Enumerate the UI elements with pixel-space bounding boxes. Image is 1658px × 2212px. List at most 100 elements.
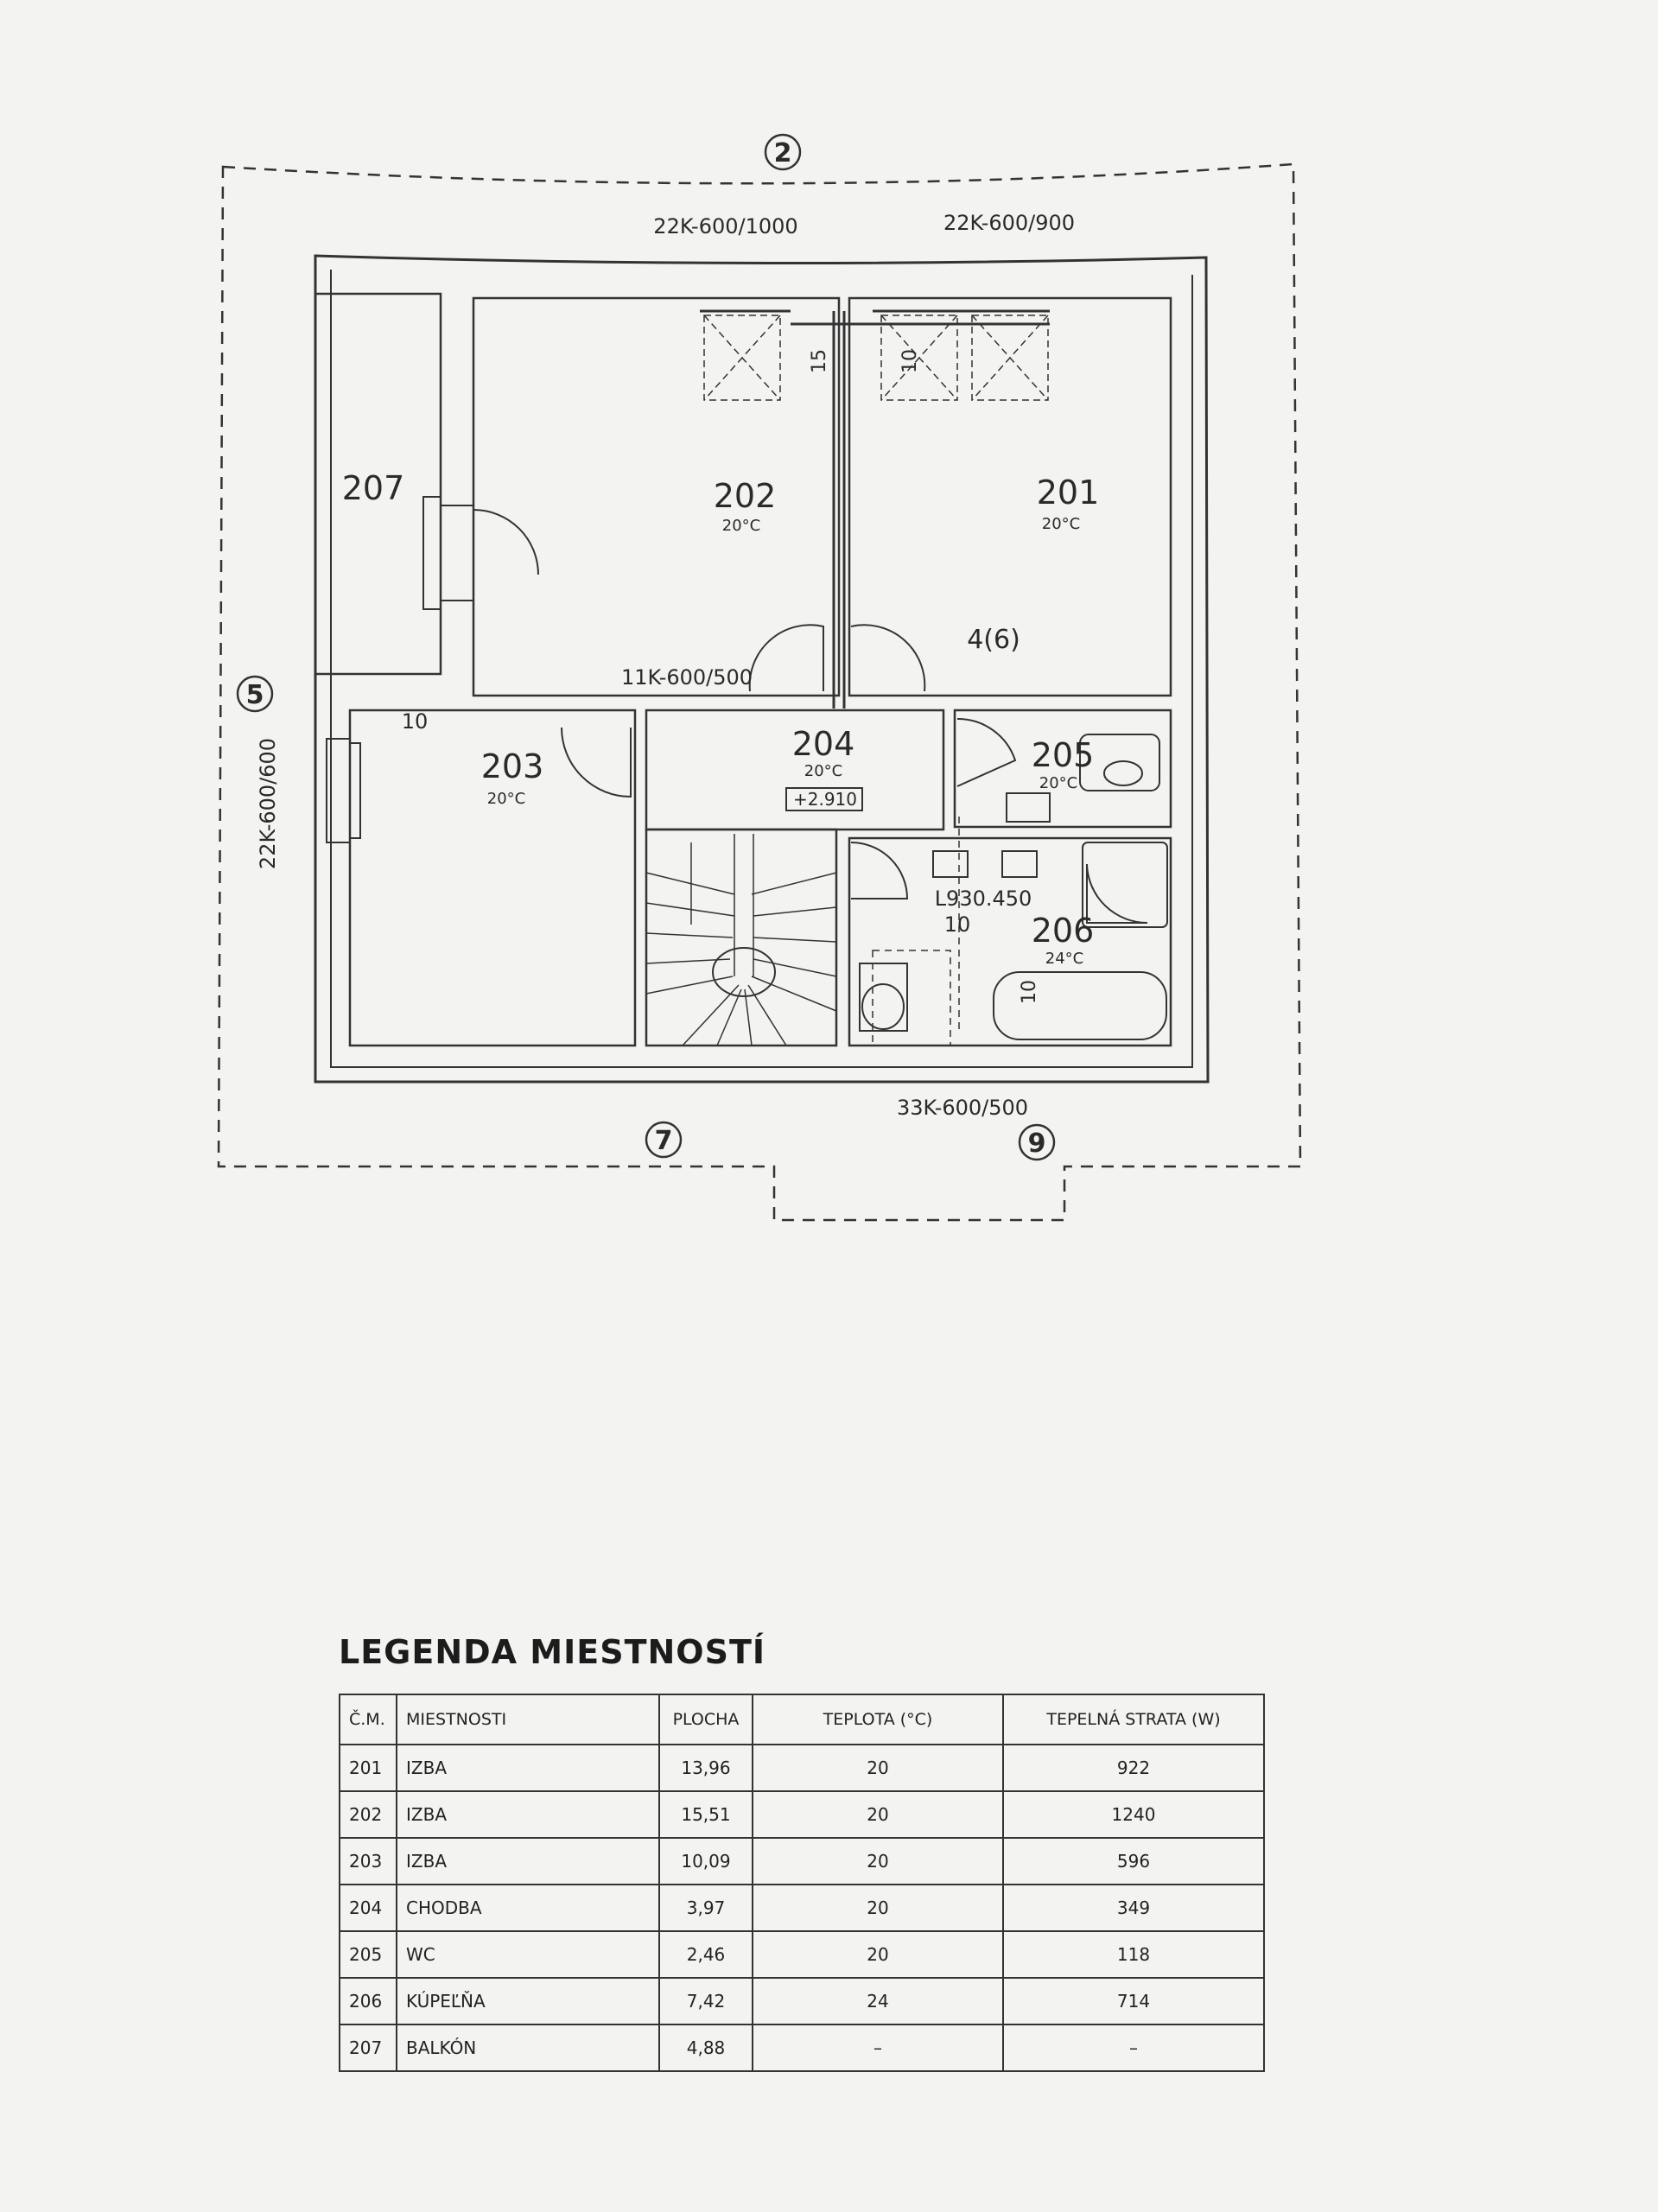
cell-heat-loss: 349 (1002, 1884, 1265, 1932)
table-row: 207 BALKÓN 4,88 – – (339, 2024, 1265, 2072)
inner-wall-line (330, 270, 1193, 1068)
col-header-cm: Č.M. (339, 1694, 397, 1745)
cell-heat-loss: 714 (1002, 1977, 1265, 2025)
cell-temp: 24 (752, 1977, 1004, 2025)
dim-top-b: 22K-600/900 (943, 211, 1075, 235)
col-header-heat-loss: TEPELNÁ STRATA (W) (1002, 1694, 1265, 1745)
sanitary-fixtures (859, 734, 1168, 1040)
room-206-temp: 24°C (1045, 950, 1083, 968)
room-201-outline (848, 296, 1172, 697)
room-203-outline (348, 709, 637, 1047)
cell-heat-loss: – (1002, 2024, 1265, 2072)
cell-area: 7,42 (658, 1977, 753, 2025)
table-row: 206 KÚPEĽŇA 7,42 24 714 (339, 1977, 1265, 2025)
cell-room: KÚPEĽŇA (396, 1977, 660, 2025)
windows (326, 496, 474, 843)
table-row: 201 IZBA 13,96 20 922 (339, 1744, 1265, 1792)
axis-label-2: 2 (774, 138, 792, 168)
table-row: 204 CHODBA 3,97 20 349 (339, 1884, 1265, 1932)
room-204-number: 204 (792, 725, 855, 763)
axis-label-9: 9 (1028, 1128, 1046, 1159)
staircase (645, 828, 838, 1047)
cell-room: IZBA (396, 1744, 660, 1792)
cell-cm: 206 (339, 1977, 397, 2025)
balcony-207-outline (314, 292, 442, 676)
col-header-temp: TEPLOTA (°C) (752, 1694, 1004, 1745)
outer-wall (314, 254, 1210, 1084)
level-mark-box (785, 787, 863, 811)
cell-room: WC (396, 1930, 660, 1979)
dim-bath-b: 10 (1019, 980, 1040, 1004)
axis-circle-7 (645, 1121, 683, 1159)
cell-heat-loss: 922 (1002, 1744, 1265, 1792)
legend-header-row: Č.M. MIESTNOSTI PLOCHA TEPLOTA (°C) TEPE… (339, 1694, 1265, 1745)
room-201-number: 201 (1037, 474, 1100, 512)
room-206-outline (848, 836, 1172, 1047)
cell-cm: 201 (339, 1744, 397, 1792)
room-206-number: 206 (1032, 912, 1095, 950)
stair-newel (712, 947, 776, 997)
floor-plan: 2 5 7 9 22K-600/1000 22K-600/900 22K-600… (217, 133, 1302, 1222)
radiator-label: L930.450 (935, 887, 1032, 911)
cell-room: CHODBA (396, 1884, 660, 1932)
dim-left: 22K-600/600 (256, 738, 280, 869)
cell-heat-loss: 1240 (1002, 1790, 1265, 1839)
cell-cm: 202 (339, 1790, 397, 1839)
cell-cm: 204 (339, 1884, 397, 1932)
legend-table: Č.M. MIESTNOSTI PLOCHA TEPLOTA (°C) TEPE… (339, 1694, 1265, 2072)
roof-outline (217, 162, 1302, 1222)
cell-cm: 207 (339, 2024, 397, 2072)
cell-area: 10,09 (658, 1837, 753, 1885)
dim-top-a: 22K-600/1000 (653, 214, 797, 238)
cell-area: 4,88 (658, 2024, 753, 2072)
room-202-number: 202 (714, 477, 777, 515)
legend-title: LEGENDA MIESTNOSTÍ (339, 1633, 766, 1671)
cell-temp: 20 (752, 1930, 1004, 1979)
cell-temp: – (752, 2024, 1004, 2072)
table-row: 205 WC 2,46 20 118 (339, 1930, 1265, 1979)
cell-temp: 20 (752, 1744, 1004, 1792)
room-203-number: 203 (481, 747, 544, 785)
axis-markers (236, 133, 1056, 1161)
room-202-temp: 20°C (722, 517, 760, 535)
heating-pipes-top (700, 309, 1050, 709)
cell-temp: 20 (752, 1837, 1004, 1885)
cell-cm: 203 (339, 1837, 397, 1885)
table-row: 203 IZBA 10,09 20 596 (339, 1837, 1265, 1885)
cell-room: IZBA (396, 1790, 660, 1839)
dim-bottom: 33K-600/500 (897, 1096, 1028, 1120)
table-row: 202 IZBA 15,51 20 1240 (339, 1790, 1265, 1839)
cell-heat-loss: 118 (1002, 1930, 1265, 1979)
axis-circle-5 (236, 675, 274, 713)
room-205-outline (953, 709, 1172, 829)
dim-mid: 11K-600/500 (621, 665, 753, 690)
dim-bath-a: 10 (944, 912, 971, 937)
stair-steps (645, 834, 837, 1046)
cell-area: 3,97 (658, 1884, 753, 1932)
axis-circle-2 (764, 133, 802, 171)
room-203-temp: 20°C (487, 790, 525, 808)
room-201-temp: 20°C (1042, 515, 1080, 533)
dashed-pipes (872, 817, 960, 1046)
cell-room: BALKÓN (396, 2024, 660, 2072)
axis-label-5: 5 (246, 680, 264, 710)
riser-label: 4(6) (967, 625, 1020, 655)
col-header-room: MIESTNOSTI (396, 1694, 660, 1745)
cell-area: 13,96 (658, 1744, 753, 1792)
col-header-area: PLOCHA (658, 1694, 753, 1745)
axis-circle-9 (1018, 1123, 1056, 1161)
axis-label-7: 7 (655, 1126, 673, 1156)
cell-heat-loss: 596 (1002, 1837, 1265, 1885)
cell-temp: 20 (752, 1790, 1004, 1839)
cell-area: 15,51 (658, 1790, 753, 1839)
dim-skylight-a: 15 (809, 349, 830, 373)
cell-area: 2,46 (658, 1930, 753, 1979)
room-207-number: 207 (342, 469, 405, 507)
room-202-outline (472, 296, 841, 697)
cell-room: IZBA (396, 1837, 660, 1885)
door-arcs (473, 509, 1017, 899)
cell-temp: 20 (752, 1884, 1004, 1932)
level-mark: +2.910 (793, 789, 857, 810)
skylights (703, 315, 1049, 401)
room-205-temp: 20°C (1039, 774, 1077, 792)
